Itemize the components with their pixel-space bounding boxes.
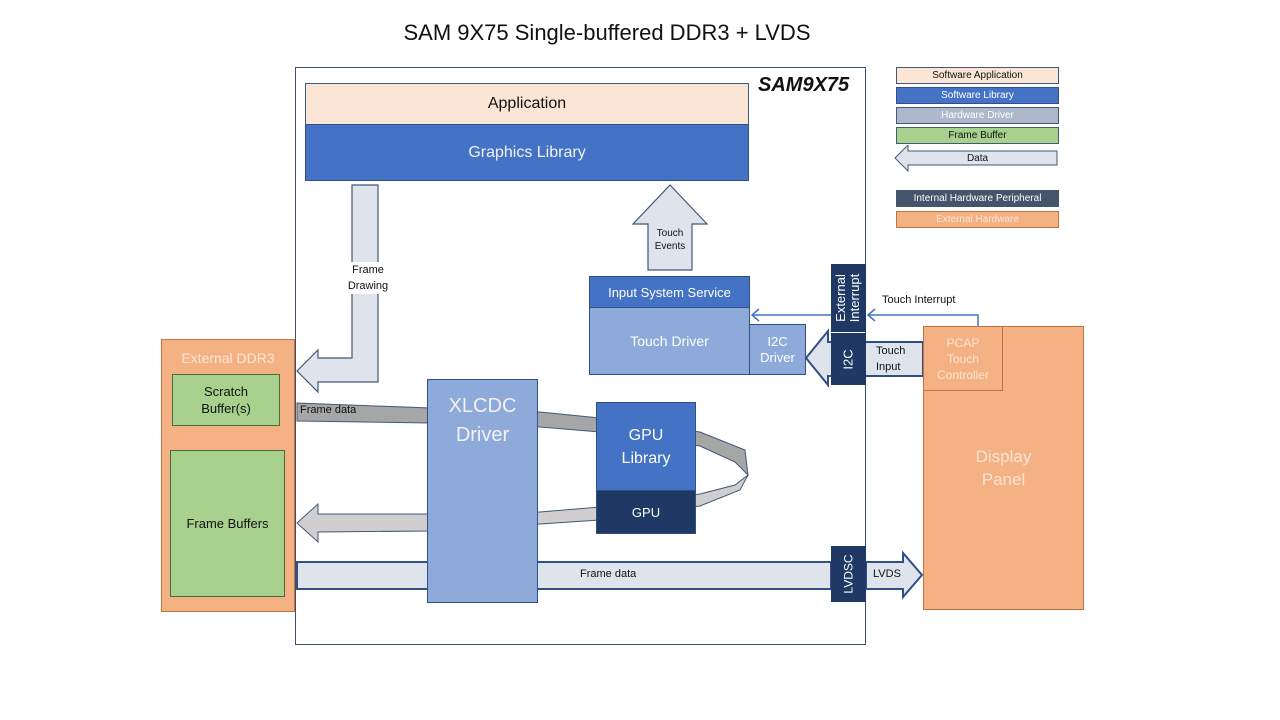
gpu-library-block: GPU Library [596,402,696,491]
gpu-label: GPU [631,504,661,520]
i2c-peripheral: I2C [831,333,866,385]
legend-data-arrow: Data [894,145,1059,172]
display-panel: Display Panel [923,326,1084,610]
lvds-arrow [865,550,924,600]
touch-input-label: Touch Input [876,343,905,375]
xlcdc-line1: XLCDC [448,395,517,417]
display-panel-line1: Display [975,447,1032,466]
touch-driver-label: Touch Driver [630,333,709,349]
gpu-library-line1: GPU [628,426,664,444]
i2c-driver-line2: Driver [760,349,795,365]
frame-buffers: Frame Buffers [170,450,285,597]
touch-input-line2: Input [876,361,901,373]
legend-label: Frame Buffer [948,130,1007,141]
soc-label: SAM9X75 [758,74,850,96]
external-interrupt-line2: Interrupt [847,273,863,323]
legend-label: Software Library [941,90,1014,101]
external-interrupt-label: External Interrupt [834,273,863,323]
scratch-buffer-line2: Buffer(s) [201,401,251,416]
i2c-label: I2C [840,348,856,370]
legend-software-library: Software Library [896,87,1059,104]
touch-events-label: Touch Events [648,227,692,253]
i2c-driver-block: I2C Driver [749,324,806,375]
legend-internal-hardware-peripheral: Internal Hardware Peripheral [896,190,1059,207]
legend-external-hardware: External Hardware [896,211,1059,228]
external-interrupt-peripheral: External Interrupt [831,264,866,332]
diagram-title: SAM 9X75 Single-buffered DDR3 + LVDS [403,20,811,45]
pcap-line1: PCAP [946,335,980,350]
frame-drawing-line1: Frame [352,264,384,276]
legend-label: Data [966,153,989,164]
scratch-buffer: Scratch Buffer(s) [172,374,280,426]
gpu-block: GPU [596,490,696,534]
input-system-service-block: Input System Service [589,276,750,308]
touch-driver-block: Touch Driver [589,307,750,375]
external-ddr3-label: External DDR3 [181,350,275,366]
lvds-label: LVDS [873,568,901,580]
legend-label: External Hardware [936,214,1019,225]
lvdsc-label: LVDSC [841,554,856,594]
pcap-line2: Touch [946,351,980,366]
touch-events-line1: Touch [656,228,684,239]
pcap-line3: Controller [936,367,990,382]
xlcdc-driver-block: XLCDC Driver [427,379,538,603]
interrupt-to-service-arrowhead [750,308,760,322]
lvdsc-peripheral: LVDSC [831,546,866,602]
frame-data-lvds-label: Frame data [580,568,637,580]
legend-software-application: Software Application [896,67,1059,84]
pcap-touch-controller: PCAP Touch Controller [923,326,1003,391]
legend-label: Software Application [932,70,1023,81]
frame-drawing-label: Frame Drawing [338,262,398,294]
scratch-buffer-line1: Scratch [203,384,249,399]
touch-events-arrow [631,184,709,271]
application-block: Application [305,83,749,125]
touch-input-line1: Touch [876,345,906,357]
legend-label: Hardware Driver [941,110,1014,121]
frame-buffers-label: Frame Buffers [186,516,269,531]
frame-data-gpu-label: Frame data [300,404,357,416]
xlcdc-line2: Driver [455,424,510,446]
frame-drawing-line2: Drawing [347,280,389,292]
touch-interrupt-arrowhead [866,308,876,322]
touch-events-line2: Events [654,241,686,252]
touch-interrupt-line [868,314,979,326]
input-system-service-label: Input System Service [608,284,731,300]
data-arrow-icon [894,145,1058,172]
legend-hardware-driver: Hardware Driver [896,107,1059,124]
legend-label: Internal Hardware Peripheral [913,193,1042,204]
i2c-driver-line1: I2C [767,333,788,349]
display-panel-line2: Panel [981,470,1026,489]
legend-frame-buffer: Frame Buffer [896,127,1059,144]
graphics-library-block: Graphics Library [305,124,749,181]
touch-interrupt-label: Touch Interrupt [882,294,956,306]
application-label: Application [487,95,567,112]
frame-data-lvds-band [296,561,832,590]
graphics-library-label: Graphics Library [468,143,586,161]
gpu-library-line2: Library [621,449,671,467]
